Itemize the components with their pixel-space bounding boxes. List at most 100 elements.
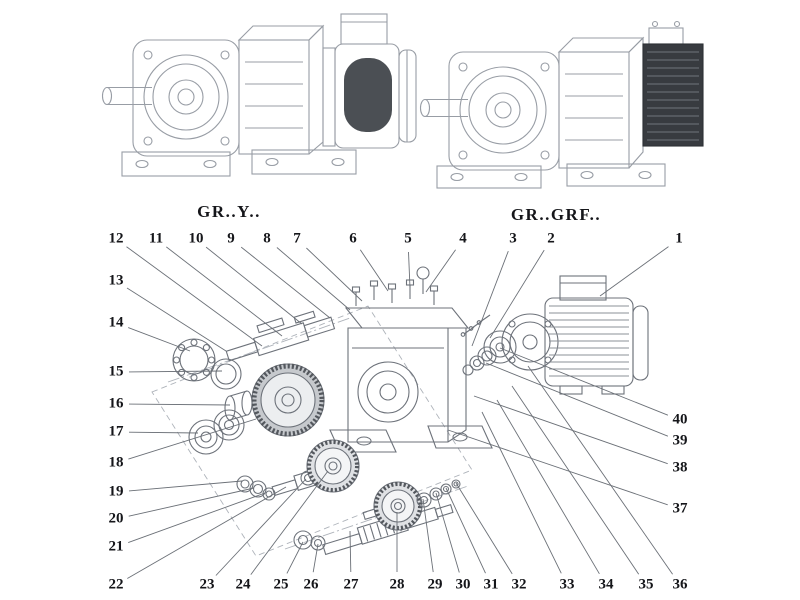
- eye-bolt: [416, 266, 430, 280]
- leader-line-27: [349, 530, 352, 573]
- leader-line-15: [128, 370, 223, 373]
- large-gear-drawing: [251, 363, 325, 437]
- leader-line-2: [489, 249, 545, 339]
- callout-39: 39: [672, 432, 688, 449]
- exploded-motor-drawing: [501, 275, 649, 395]
- leader-line-26: [312, 543, 319, 573]
- callout-22: 22: [108, 576, 124, 593]
- leader-line-13: [126, 287, 227, 352]
- callout-30: 30: [455, 576, 471, 593]
- leader-line-34: [496, 399, 600, 575]
- callout-20: 20: [108, 510, 124, 527]
- callout-4: 4: [459, 230, 467, 247]
- leader-line-17: [128, 431, 199, 434]
- assembled-view-gr-y: [101, 13, 417, 177]
- callout-17: 17: [108, 423, 124, 440]
- intermediate-gear-drawing: [300, 439, 360, 493]
- leader-line-30: [435, 492, 460, 573]
- callout-33: 33: [559, 576, 575, 593]
- leader-line-19: [128, 480, 243, 492]
- callout-9: 9: [227, 230, 235, 247]
- leader-line-12: [126, 246, 263, 347]
- shaft-key: [293, 310, 316, 324]
- leader-line-16: [128, 403, 231, 406]
- leader-line-33: [481, 411, 562, 574]
- leader-line-25: [286, 541, 304, 574]
- leader-line-1: [599, 246, 669, 297]
- callout-25: 25: [273, 576, 289, 593]
- callout-36: 36: [672, 576, 688, 593]
- callout-11: 11: [148, 230, 164, 247]
- motor-shaded-body: [344, 58, 392, 132]
- callout-38: 38: [672, 459, 688, 476]
- callout-14: 14: [108, 314, 124, 331]
- leader-line-36: [527, 365, 673, 575]
- leader-line-40: [499, 347, 669, 416]
- callout-40: 40: [672, 411, 688, 428]
- leader-line-23: [215, 478, 307, 576]
- leader-line-18: [128, 418, 257, 460]
- input-bearing-drawing: [172, 338, 216, 382]
- callout-1: 1: [675, 230, 683, 247]
- leader-line-8: [276, 247, 351, 311]
- leader-line-14: [128, 327, 191, 352]
- washers-drawing: [236, 475, 276, 501]
- leader-line-10: [205, 246, 303, 325]
- callout-12: 12: [108, 230, 124, 247]
- leader-line-21: [128, 492, 266, 544]
- terminal-box: [559, 275, 607, 301]
- callout-5: 5: [404, 230, 412, 247]
- leader-line-37: [447, 429, 668, 506]
- callout-10: 10: [188, 230, 204, 247]
- callout-26: 26: [303, 576, 319, 593]
- leader-line-31: [445, 487, 486, 574]
- callout-15: 15: [108, 363, 124, 380]
- callout-18: 18: [108, 454, 124, 471]
- leader-line-9: [240, 246, 331, 319]
- leader-line-5: [408, 251, 411, 289]
- callout-8: 8: [263, 230, 271, 247]
- leader-line-6: [359, 249, 389, 292]
- leader-line-4: [425, 249, 456, 293]
- compact-motor-block: [642, 43, 704, 147]
- callout-7: 7: [293, 230, 301, 247]
- callout-28: 28: [389, 576, 405, 593]
- leader-line-29: [422, 498, 434, 573]
- callout-34: 34: [598, 576, 614, 593]
- exploded-view: [151, 266, 649, 557]
- exploded-motor-fins: [549, 305, 629, 377]
- callout-24: 24: [235, 576, 251, 593]
- callout-27: 27: [343, 576, 359, 593]
- gearbox-housing-drawing: [329, 307, 493, 453]
- callout-3: 3: [509, 230, 517, 247]
- leader-line-7: [306, 247, 363, 302]
- output-flange-parts-drawing: [460, 314, 517, 376]
- callout-23: 23: [199, 576, 215, 593]
- callout-19: 19: [108, 483, 124, 500]
- leader-line-20: [128, 487, 255, 517]
- construction-lines: [151, 305, 473, 557]
- variant-label-gr-y: GR..Y..: [197, 202, 261, 221]
- callout-16: 16: [108, 395, 124, 412]
- shaft-key: [256, 317, 285, 334]
- callout-37: 37: [672, 500, 688, 517]
- input-shaft-drawing: [225, 310, 336, 362]
- leader-line-24: [250, 470, 329, 575]
- callout-13: 13: [108, 272, 124, 289]
- leader-line-39: [485, 362, 669, 437]
- bearings-drawing: [188, 409, 245, 455]
- leader-line-11: [166, 246, 283, 337]
- bushing-drawing: [224, 390, 253, 421]
- callout-31: 31: [483, 576, 499, 593]
- leader-line-38: [473, 395, 668, 465]
- leader-line-32: [455, 482, 513, 575]
- callout-2: 2: [547, 230, 555, 247]
- axis-lines: [167, 317, 469, 550]
- leader-line-3: [471, 250, 509, 347]
- motor-fins: [647, 51, 699, 141]
- fan-cover: [632, 305, 649, 381]
- leader-line-35: [511, 385, 640, 575]
- housing-foot-right: [427, 425, 493, 449]
- lower-gear-drawing: [373, 481, 423, 531]
